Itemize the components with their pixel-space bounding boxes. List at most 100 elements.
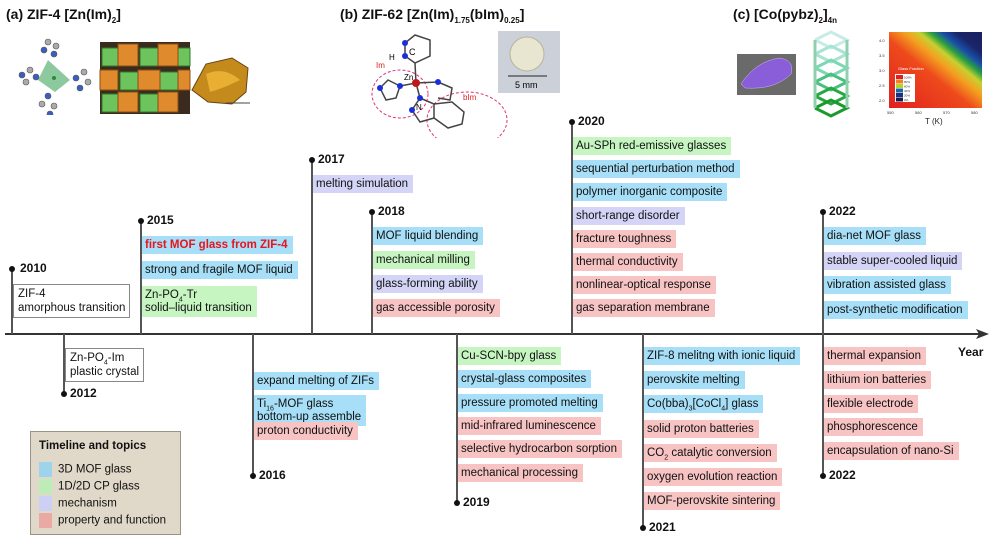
text-part: fracture toughness [576, 232, 672, 245]
text-part: melting simulation [316, 178, 409, 190]
topic-tag-cp: Au-SPh red-emissive glasses [573, 137, 732, 155]
legend-item: mechanism [39, 496, 117, 511]
year-label: 2017 [318, 152, 345, 166]
topic-tag-3d: dia-net MOF glass [824, 227, 926, 245]
topic-tag-prop: solid proton batteries [644, 419, 759, 438]
topic-tag-3d: first MOF glass from ZIF-4 [142, 236, 293, 254]
topic-tag-mech: melting simulation [313, 175, 414, 193]
text-part: Zn-PO [145, 289, 179, 301]
text-part: flexible electrode [827, 397, 914, 410]
legend-item: 3D MOF glass [39, 462, 132, 477]
scale-bar-label: 5 mm [515, 80, 538, 90]
year-marker [640, 525, 646, 531]
year-label: 2022 [829, 204, 856, 218]
zif4-cage-structure-image [99, 42, 191, 114]
topic-tag-3d: ZIF-8 melitng with ionic liquid [644, 347, 801, 365]
panel-b-title: (b) ZIF-62 [Zn(Im)1.75(bIm)0.25] [340, 6, 524, 25]
legend-swatch [39, 462, 52, 477]
carbon-label: C [409, 47, 416, 57]
year-label: 2010 [20, 261, 47, 275]
text-part: stable super-cooled liquid [827, 254, 958, 267]
year-stem [311, 160, 313, 334]
legend-swatch [39, 479, 52, 494]
topic-tag-3d: polymer inorganic composite [573, 183, 728, 202]
topic-tag-prop: mid-infrared luminescence [458, 416, 601, 435]
topic-tag-prop: gas accessible porosity [373, 299, 500, 317]
year-label: 2021 [649, 520, 676, 534]
heatmap-ytick: 3.0 [879, 68, 885, 73]
legend-label: 1D/2D CP glass [58, 480, 140, 493]
text-part: vibration assisted glass [827, 279, 946, 292]
topic-tag-cp: Cu-SCN-bpy glass [458, 347, 562, 365]
subscript: 16 [266, 405, 274, 413]
year-label: 2012 [70, 386, 97, 400]
panel-a-title: (a) ZIF-4 [Zn(Im)2] [6, 6, 121, 25]
text-part: selective hydrocarbon sorption [461, 443, 617, 456]
text-part: -Tr [182, 289, 198, 301]
subscript: 1.75 [454, 15, 470, 25]
hydrogen-label: H [389, 53, 395, 62]
topic-tag-3d: perovskite melting [644, 371, 745, 390]
topic-tag-prop: oxygen evolution reaction [644, 468, 783, 486]
year-label: 2022 [829, 468, 856, 482]
topic-tag-3d: vibration assisted glass [824, 276, 951, 295]
zif62-glass-photo: 5 mm [498, 31, 560, 93]
topic-tag-prop: gas separation membrane [573, 299, 715, 318]
text-part: mid-infrared luminescence [461, 419, 596, 432]
year-stem [252, 334, 254, 476]
subscript: 0.25 [504, 15, 520, 25]
heatmap-legend-label: 60% [904, 85, 910, 89]
text-part: catalytic conversion [668, 446, 772, 459]
text-part: Zn-PO [70, 352, 104, 364]
copybz-crystal-photo [737, 54, 796, 95]
im-label: Im [376, 61, 385, 70]
text-part: ] [519, 6, 525, 22]
heatmap-legend-title: Glass Fraction [898, 66, 924, 71]
text-part: phosphorescence [827, 421, 918, 434]
heatmap-legend-label: 100% [904, 76, 912, 80]
subscript: 4n [827, 15, 838, 25]
text-part: CO [647, 446, 665, 459]
text-part: (c) [Co(pybz) [733, 6, 819, 22]
text-part: ZIF-8 melitng with ionic liquid [647, 350, 796, 362]
topic-tag-3d: MOF liquid blending [373, 227, 484, 245]
panel-a-images [18, 38, 250, 115]
heatmap-xlabel: T (K) [925, 117, 943, 126]
text-part: amorphous transition [18, 302, 126, 314]
text-part: MOF-perovskite sintering [647, 495, 776, 508]
heatmap-xtick: 560 [915, 110, 922, 115]
year-stem [140, 221, 142, 334]
topic-tag-prop: lithium ion batteries [824, 370, 932, 389]
text-part: Au-SPh red-emissive glasses [576, 140, 727, 152]
year-stem [456, 334, 458, 503]
heatmap-legend-label: 80% [904, 80, 910, 84]
topic-tag-prop: nonlinear-optical response [573, 276, 716, 295]
year-marker [309, 157, 315, 163]
subscript: 2 [664, 454, 669, 462]
text-part: oxygen evolution reaction [647, 471, 778, 483]
copybz-framework-image [813, 30, 851, 118]
topic-tag-prop: flexible electrode [824, 394, 919, 413]
text-part: [CoCl [692, 398, 722, 411]
text-part: glass-forming ability [376, 278, 478, 290]
heatmap-ytick: 2.5 [879, 83, 885, 88]
year-label: 2016 [259, 468, 286, 482]
text-part: Cu-SCN-bpy glass [461, 350, 557, 362]
legend-item: property and function [39, 513, 166, 528]
text-part: short-range disorder [576, 209, 680, 222]
subscript: 2 [818, 15, 823, 25]
text-part: plastic crystal [70, 366, 140, 378]
text-part: ] glass [725, 398, 759, 411]
panel-c-title: (c) [Co(pybz)2]4n [733, 6, 837, 25]
legend-swatch [39, 496, 52, 511]
year-label: 2018 [378, 204, 405, 218]
text-part: strong and fragile MOF liquid [145, 264, 293, 276]
text-part: Ti [257, 398, 267, 410]
legend-item: 1D/2D CP glass [39, 479, 140, 494]
text-part: pressure promoted melting [461, 396, 598, 409]
